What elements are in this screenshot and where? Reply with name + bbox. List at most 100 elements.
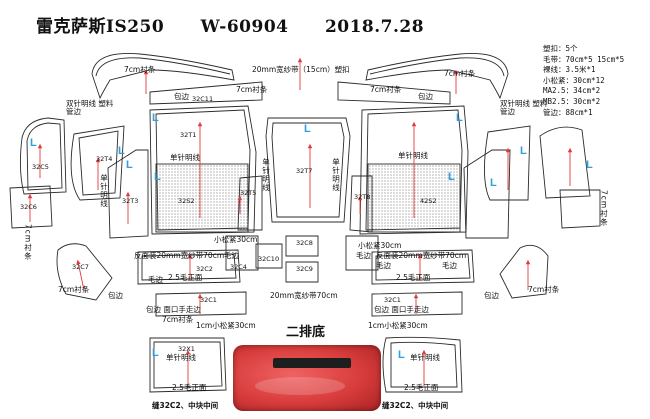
- panel-c11-right: [337, 81, 451, 105]
- seam-label: 2.5毛正面: [172, 383, 207, 392]
- part-code: 32T4: [96, 155, 113, 163]
- binding-label: 包边: [418, 92, 433, 101]
- orientation-mark: L: [30, 137, 37, 149]
- orientation-mark: L: [586, 159, 593, 171]
- materials-list: 塑扣：5个 毛带：70cm*5 15cm*5 裸线：3.5米*1 小松紧：30c…: [543, 44, 624, 118]
- photo-strap: [273, 358, 351, 368]
- panel-s2-right-inner: [365, 109, 463, 231]
- edge-label: 毛边: [442, 261, 457, 270]
- part-code: 32C2: [196, 265, 213, 273]
- top-arc-left: [91, 52, 235, 100]
- part-code: 32C6: [20, 203, 37, 211]
- panel-right-tri: [463, 149, 511, 239]
- binding-note: 包边 面口手走边: [374, 305, 429, 314]
- panel-t7-inner: [271, 122, 345, 218]
- spec-line: 管边：88cm*1: [543, 107, 593, 117]
- elastic-label: 小松紧30cm: [358, 241, 402, 250]
- spec-line: 裸线：3.5米*1: [543, 65, 596, 75]
- pattern-date: 2018.7.28: [324, 17, 425, 37]
- section-heading: 二排底: [286, 325, 326, 340]
- spec-line: 塑扣：5个: [543, 44, 578, 53]
- part-code: 32T8: [354, 193, 371, 201]
- part-code: 42S2: [420, 197, 437, 205]
- spec-line: 小松紧：30cm*12: [543, 75, 605, 85]
- panel-t5-left: [237, 175, 263, 231]
- panel-t3: [107, 149, 149, 239]
- stitch-note: 双针明线 塑料管边: [500, 99, 548, 116]
- panel-c2: [137, 249, 241, 285]
- panel-right-b: [539, 126, 591, 199]
- part-code: 32T7: [296, 167, 313, 175]
- elastic-label: 1cm小松紧30cm: [368, 321, 428, 330]
- edge-label: 毛边: [148, 275, 163, 284]
- panel-x1-right-inner: [390, 341, 458, 388]
- binding-label: 包边: [484, 291, 499, 300]
- stitch-label: 单针明线: [170, 153, 200, 162]
- stitch-label: 单针明线: [410, 353, 440, 362]
- part-code: 32T3: [122, 197, 139, 205]
- seam-label: 2.5毛正面: [396, 273, 431, 282]
- panel-c5-inner: [26, 122, 63, 191]
- panel-t7: [265, 117, 351, 223]
- grain-arrows: [27, 57, 573, 386]
- trim-label: 7cm衬条: [58, 285, 90, 294]
- top-arc-left-inner: [95, 57, 231, 77]
- panel-c2-inner: [141, 253, 237, 281]
- seam-label: 2.5毛正面: [168, 273, 203, 282]
- panel-x1-left-inner: [153, 341, 223, 389]
- stitch-label: 单针明线: [398, 151, 428, 160]
- panel-c8: [285, 235, 319, 257]
- panel-t4-inner: [78, 130, 119, 196]
- part-code: 32C11: [192, 95, 214, 103]
- mesh-label: 反面装20mm宽纱带70cm: [376, 251, 467, 260]
- trim-label-vertical: 7cm衬条: [23, 224, 33, 261]
- panel-c2-right: [371, 249, 475, 285]
- part-code: 32C9: [296, 265, 313, 273]
- part-code: 32S2: [178, 197, 195, 205]
- panel-c9: [285, 261, 319, 283]
- trim-label: 7cm衬条: [162, 315, 194, 324]
- photo-highlight: [255, 377, 345, 395]
- binding-label: 包边: [108, 291, 123, 300]
- part-code: 32C4: [230, 263, 247, 271]
- panel-c1-left: [155, 291, 247, 317]
- mesh-buckle-label: 20mm宽纱带（15cm）塑扣: [252, 65, 350, 74]
- sew-note: 缝32C2、中块中间: [382, 401, 449, 410]
- edge-label: 毛边: [224, 251, 239, 260]
- panel-c5: [19, 117, 67, 195]
- mesh-label: 20mm宽纱带70cm: [270, 291, 338, 300]
- trim-label: 7cm衬条: [370, 85, 402, 94]
- panel-c4-right: [345, 235, 379, 271]
- panel-c2-right-inner: [375, 253, 471, 281]
- orientation-mark: L: [126, 159, 133, 171]
- binding-note: 包边 面口手走边: [146, 305, 201, 314]
- stitch-label-vertical: 单针明线: [261, 158, 271, 192]
- panel-c6: [9, 185, 53, 229]
- part-code: 32C1: [384, 296, 401, 304]
- top-arc-right-inner: [369, 57, 505, 77]
- trim-label: 7cm衬条: [236, 85, 268, 94]
- binding-label: 包边: [174, 92, 189, 101]
- orientation-mark: L: [154, 171, 161, 183]
- panel-right-a: [483, 125, 531, 201]
- mesh-label: 反面装20mm宽纱带70cm: [134, 251, 225, 260]
- spec-line: MA2.5：34cm*2: [543, 86, 601, 96]
- orientation-mark: L: [152, 112, 159, 124]
- trim-label: 7cm衬条: [124, 65, 156, 74]
- panel-c7: [56, 243, 113, 301]
- panel-c7-right: [499, 244, 549, 299]
- seam-label: 2.5毛正面: [404, 383, 439, 392]
- panel-x1-left: [149, 337, 227, 393]
- part-outlines: [9, 52, 601, 393]
- panel-s2-left: [155, 163, 249, 233]
- panel-c1-right: [371, 291, 463, 317]
- edge-label: 毛边: [376, 261, 391, 270]
- orientation-mark: L: [520, 145, 527, 157]
- trim-label-vertical: 7cm衬条: [599, 190, 609, 227]
- panel-x1-right: [382, 336, 463, 393]
- part-code: 32C8: [296, 239, 313, 247]
- panel-t4: [70, 125, 125, 201]
- orientation-mark: L: [398, 349, 405, 361]
